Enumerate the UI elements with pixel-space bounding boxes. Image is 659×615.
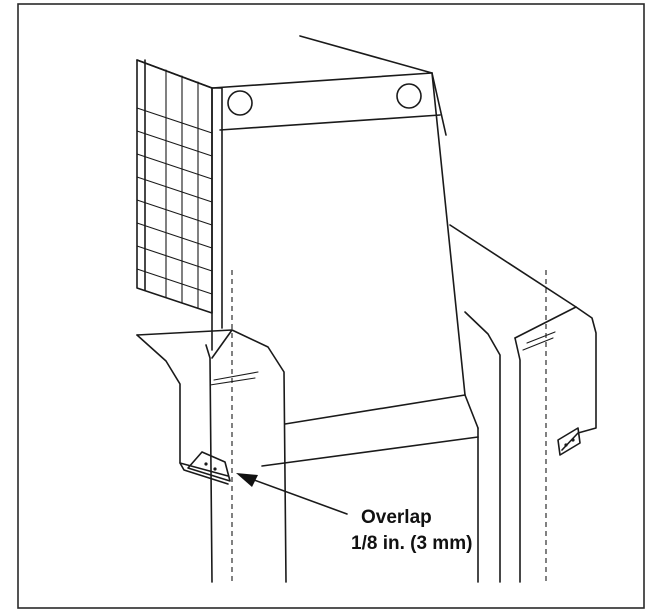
unit-body (136, 35, 479, 583)
right-side-panel (449, 224, 597, 583)
bolt-hole-right-icon (396, 83, 422, 109)
figure-border (17, 3, 645, 609)
callout-label-line1: Overlap (361, 507, 432, 528)
alignment-lines (231, 270, 547, 582)
right-bracket (557, 427, 581, 456)
bolt-hole-left-icon (227, 90, 253, 116)
callout-leader (236, 473, 348, 515)
left-bracket (187, 451, 231, 482)
left-side-panel (136, 329, 287, 583)
arrowhead-icon (236, 473, 258, 487)
callout-label-line2: 1/8 in. (3 mm) (351, 533, 472, 554)
condenser-grille (136, 59, 213, 314)
